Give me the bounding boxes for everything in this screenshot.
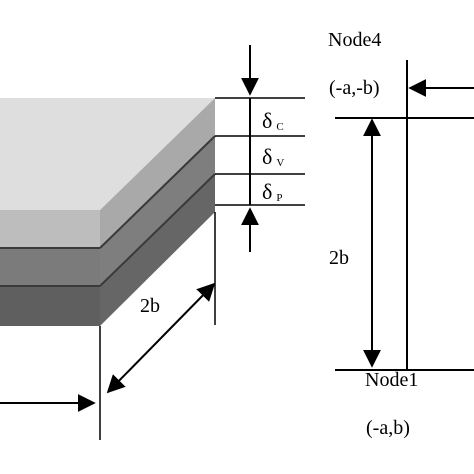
plate-layer-c-front [0, 210, 100, 248]
plate-top-surface [0, 98, 215, 210]
element-geometry: Node4 (-a,-b) 2b Node1 (-a,b) [328, 29, 474, 439]
plate-layer-c-side [100, 98, 215, 248]
width-dimension: 2b [0, 212, 216, 440]
node1-coordinate: (-a,b) [366, 417, 410, 439]
node4-name: Node4 [328, 29, 381, 51]
laminated-plate [0, 98, 216, 326]
node4-coordinate: (-a,-b) [329, 77, 380, 99]
node1-name: Node1 [365, 369, 418, 391]
plate-layer-v-side [100, 136, 215, 286]
layer-separator [99, 135, 216, 249]
width-2b-label: 2b [140, 295, 160, 317]
plate-layer-p-front [0, 286, 100, 326]
plate-layer-v-front [0, 248, 100, 286]
height-2b-label: 2b [329, 247, 349, 269]
layer-separator [99, 173, 216, 287]
